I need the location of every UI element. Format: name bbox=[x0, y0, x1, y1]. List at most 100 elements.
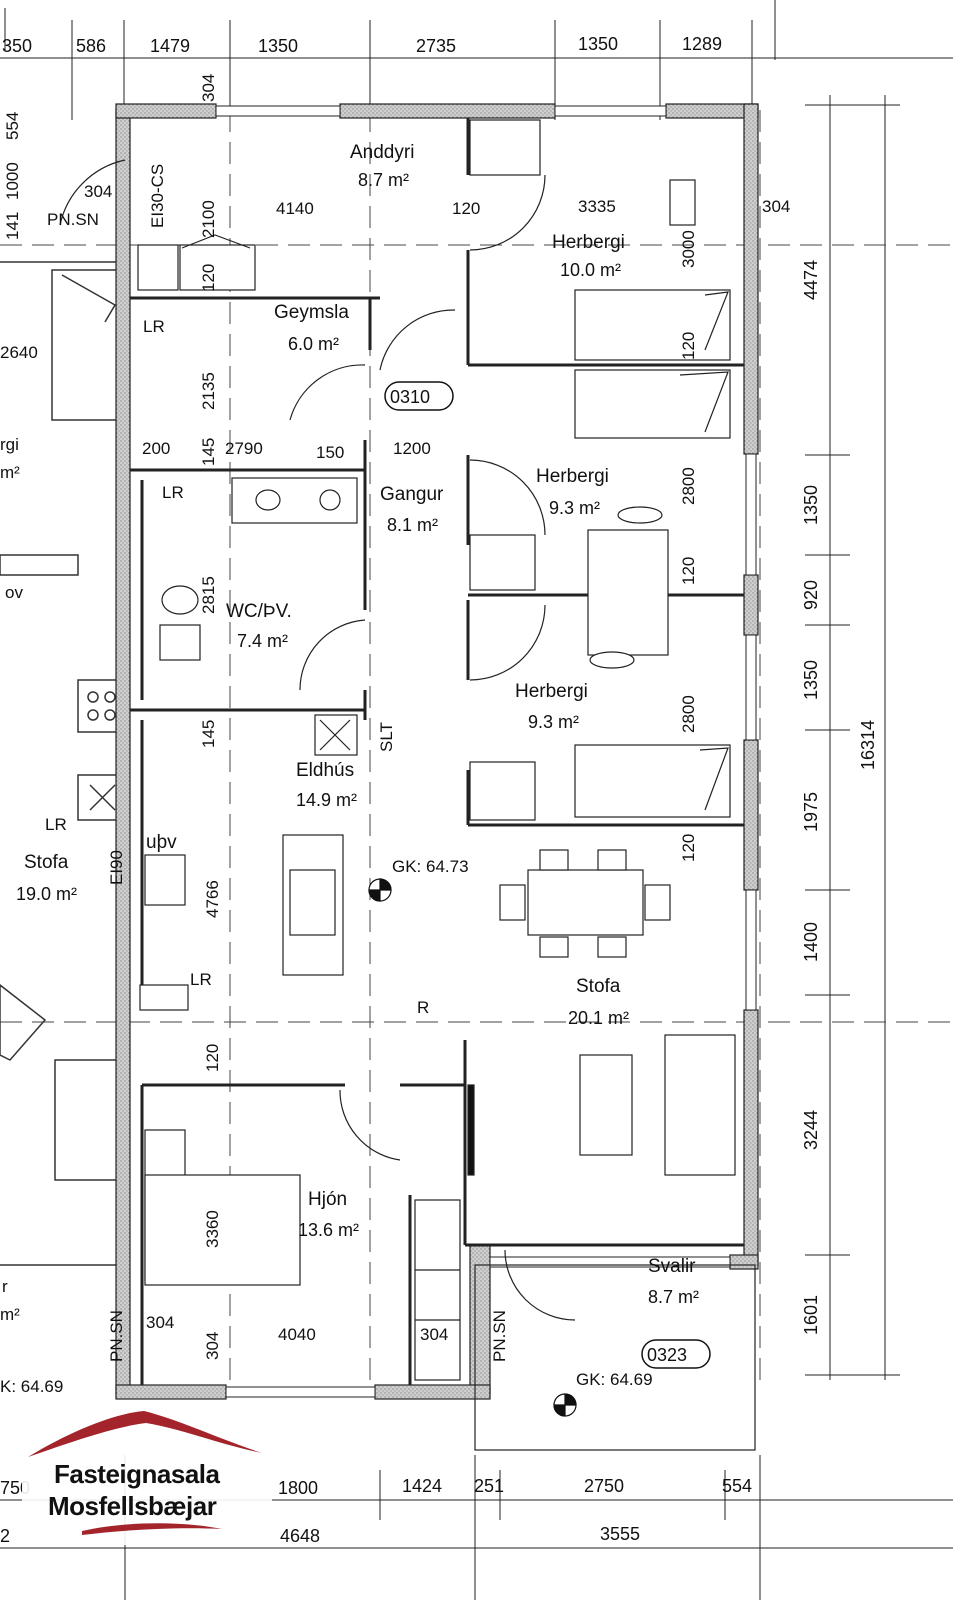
room-area: 13.6 m² bbox=[298, 1220, 359, 1240]
floor-level-label: K: 64.69 bbox=[0, 1377, 63, 1396]
agency-logo: Fasteignasala Mosfellsbæjar bbox=[22, 1405, 272, 1545]
apartment-tag-frames bbox=[384, 381, 711, 1369]
dimension-text: 1479 bbox=[150, 36, 190, 56]
dimension-text: 554 bbox=[722, 1476, 752, 1496]
room-area: 6.0 m² bbox=[288, 334, 339, 354]
neighbour-fragment: ov bbox=[5, 583, 23, 602]
fire-rating-label: EI30-CS bbox=[148, 164, 167, 228]
dimension-text: 2800 bbox=[679, 695, 698, 733]
dimension-text: 3335 bbox=[578, 197, 616, 216]
dimension-text: 200 bbox=[142, 439, 170, 458]
logo-underline-swoosh-icon bbox=[82, 1523, 222, 1535]
inner-dimensions: 304 554 1000 141 304 2100 4140 120 3335 … bbox=[0, 74, 790, 1360]
dimension-text: 586 bbox=[76, 36, 106, 56]
dimension-text: 3244 bbox=[801, 1110, 821, 1150]
dimension-text: 1975 bbox=[801, 792, 821, 832]
room-name: Gangur bbox=[380, 484, 444, 505]
level-marker-icons bbox=[368, 878, 577, 1417]
dimension-text: 304 bbox=[762, 197, 790, 216]
dimension-text: 3555 bbox=[600, 1524, 640, 1544]
dimension-text: 1289 bbox=[682, 34, 722, 54]
dimension-text: 4040 bbox=[278, 1325, 316, 1344]
walls bbox=[115, 103, 759, 1400]
floor-level-label: GK: 64.69 bbox=[576, 1370, 653, 1389]
dimension-text: 4766 bbox=[203, 880, 222, 918]
room-area: 8.7 m² bbox=[358, 170, 409, 190]
room-name: Stofa bbox=[24, 852, 69, 873]
dimension-text: 1350 bbox=[801, 485, 821, 525]
logo-line-2: Mosfellsbæjar bbox=[48, 1491, 217, 1521]
furniture bbox=[137, 119, 736, 1381]
utility-label: uþv bbox=[146, 832, 177, 853]
dimension-text: 150 bbox=[316, 443, 344, 462]
room-name: Stofa bbox=[576, 976, 621, 997]
roof-swoosh-icon bbox=[28, 1411, 262, 1457]
dimension-text: 120 bbox=[679, 332, 698, 360]
room-area: 9.3 m² bbox=[549, 498, 600, 518]
dimension-text: 304 bbox=[84, 182, 112, 201]
dimension-text: 120 bbox=[203, 1044, 222, 1072]
pn-sn-label: PN.SN bbox=[47, 210, 99, 229]
balcony-outline bbox=[474, 1264, 756, 1451]
dimension-text: 3000 bbox=[679, 230, 698, 268]
room-area: 7.4 m² bbox=[237, 631, 288, 651]
dimension-text: 4648 bbox=[280, 1526, 320, 1546]
dimension-text: 120 bbox=[452, 199, 480, 218]
dimension-text: 120 bbox=[679, 557, 698, 585]
r-label: R bbox=[417, 998, 429, 1017]
dimension-text: 4140 bbox=[276, 199, 314, 218]
room-name: Hjón bbox=[308, 1189, 347, 1210]
lr-label: LR bbox=[190, 970, 212, 989]
dimension-text: 554 bbox=[3, 112, 22, 140]
room-area: 9.3 m² bbox=[528, 712, 579, 732]
lr-label: LR bbox=[162, 483, 184, 502]
dimension-text: 2750 bbox=[584, 1476, 624, 1496]
room-area: 8.7 m² bbox=[648, 1287, 699, 1307]
dimension-text: 2790 bbox=[225, 439, 263, 458]
logo-line-1: Fasteignasala bbox=[54, 1459, 221, 1489]
dimension-text: 1350 bbox=[578, 34, 618, 54]
dimension-text: 120 bbox=[679, 834, 698, 862]
dimension-text: 1200 bbox=[393, 439, 431, 458]
dimension-text: 304 bbox=[420, 1325, 448, 1344]
dimension-text: 350 bbox=[2, 36, 32, 56]
dimension-text: 4474 bbox=[801, 260, 821, 300]
apartment-number: 0323 bbox=[647, 1345, 687, 1365]
dimension-text: 1601 bbox=[801, 1295, 821, 1335]
dimension-text: 145 bbox=[199, 438, 218, 466]
dimension-text: 1400 bbox=[801, 922, 821, 962]
pn-sn-label: PN.SN bbox=[490, 1310, 509, 1362]
room-name: Anddyri bbox=[350, 142, 414, 163]
room-labels: Anddyri 8.7 m² Herbergi 10.0 m² Geymsla … bbox=[16, 142, 699, 1307]
dimension-text: 920 bbox=[801, 580, 821, 610]
dimension-text: 2 bbox=[0, 1526, 10, 1546]
room-name: Svalir bbox=[648, 1256, 696, 1277]
door-swings bbox=[59, 159, 576, 1321]
dimension-text: 1350 bbox=[258, 36, 298, 56]
dimension-text: 304 bbox=[203, 1332, 222, 1360]
top-dimension-lines bbox=[0, 0, 953, 120]
dimension-text: 1000 bbox=[3, 162, 22, 200]
slt-label: SLT bbox=[377, 722, 396, 752]
dimension-total: 16314 bbox=[858, 720, 878, 770]
neighbour-fragment: rgi bbox=[0, 435, 19, 454]
fire-rating-label: EI90 bbox=[107, 850, 126, 885]
dimension-text: 3360 bbox=[203, 1210, 222, 1248]
room-name: Herbergi bbox=[536, 466, 609, 487]
floor-level-label: GK: 64.73 bbox=[392, 857, 469, 876]
room-area: 20.1 m² bbox=[568, 1008, 629, 1028]
neighbour-fragment: m² bbox=[0, 1305, 20, 1324]
dimension-text: 120 bbox=[199, 264, 218, 292]
top-dimensions: 350 586 1479 1350 2735 1350 1289 bbox=[2, 34, 722, 56]
neighbour-fragment: m² bbox=[0, 463, 20, 482]
dimension-text: 1350 bbox=[801, 660, 821, 700]
right-dimensions: 4474 1350 920 1350 1975 1400 3244 1601 1… bbox=[801, 260, 878, 1335]
room-name: WC/ÞV. bbox=[226, 601, 292, 622]
right-dimension-lines bbox=[805, 95, 900, 1380]
dimension-text: 2735 bbox=[416, 36, 456, 56]
neighbour-fragment: r bbox=[2, 1277, 8, 1296]
room-name: Herbergi bbox=[515, 681, 588, 702]
room-area: 19.0 m² bbox=[16, 884, 77, 904]
dimension-text: 145 bbox=[199, 720, 218, 748]
